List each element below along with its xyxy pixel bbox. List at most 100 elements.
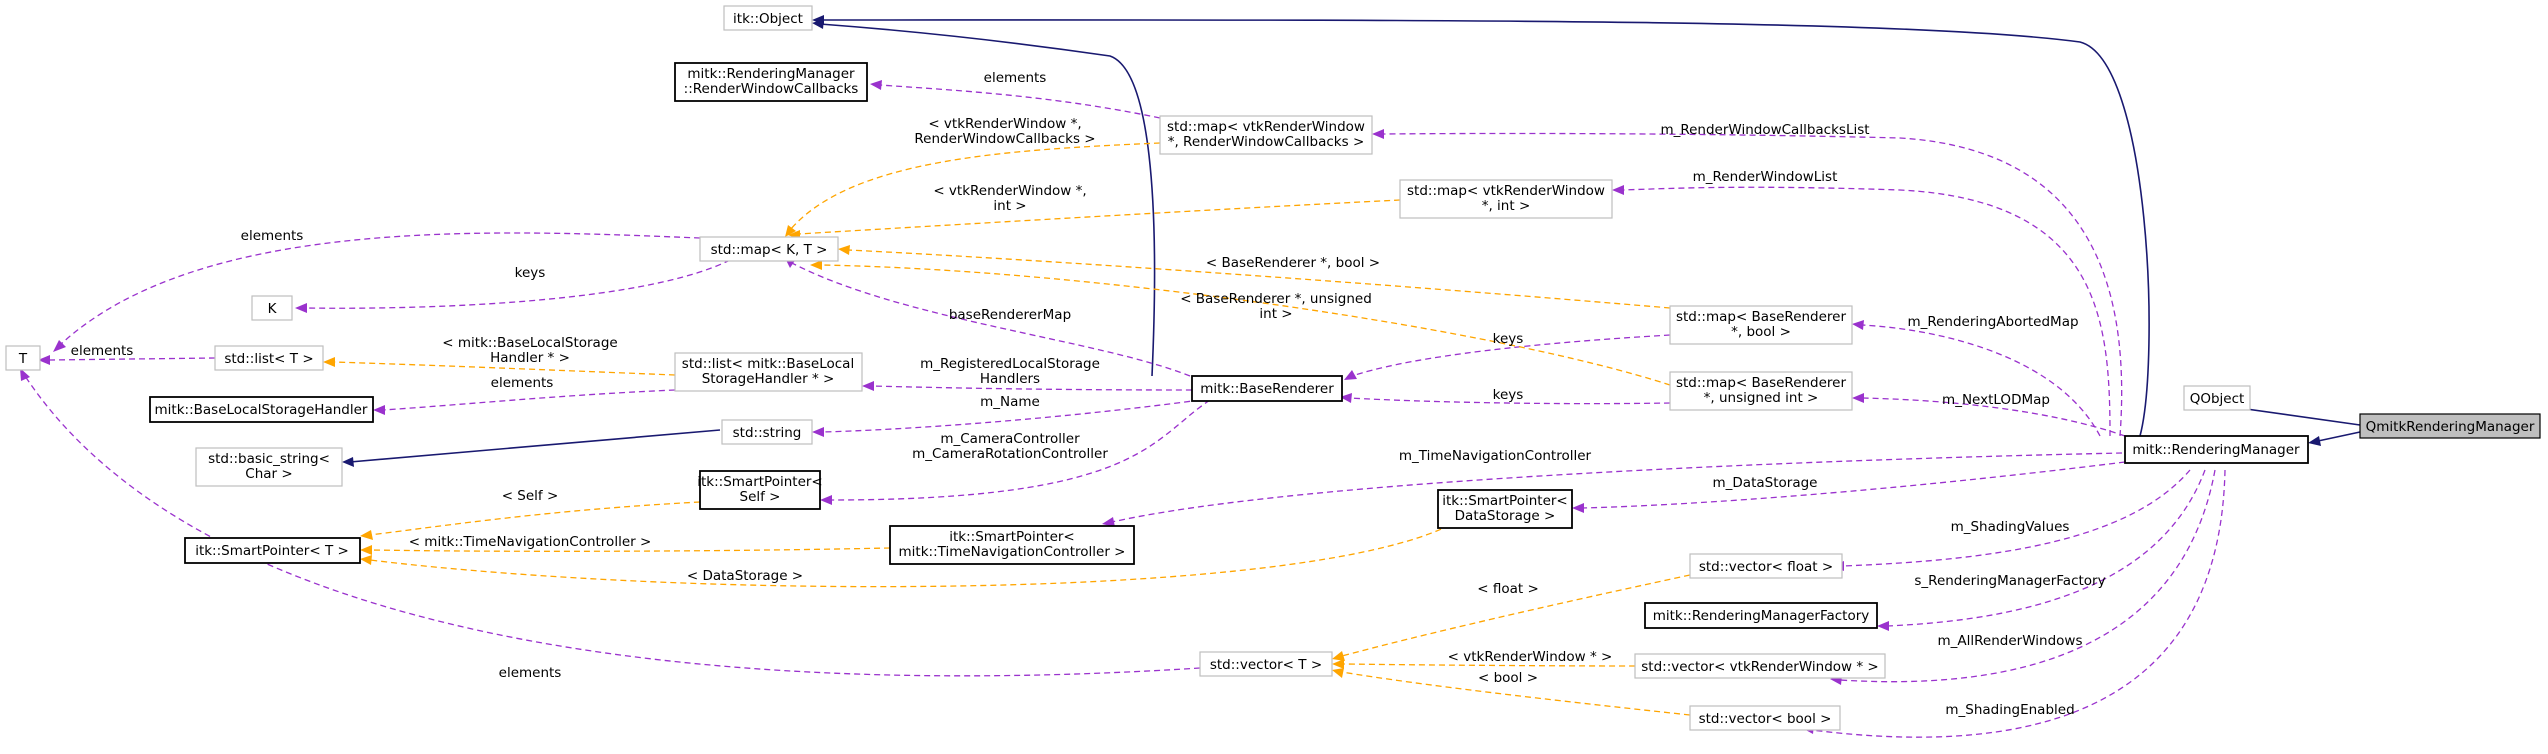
node-vector-t[interactable]: std::vector< T >: [1199, 651, 1333, 677]
node-base-renderer[interactable]: mitk::BaseRenderer: [1191, 375, 1343, 402]
node-vector-float[interactable]: std::vector< float >: [1689, 553, 1843, 579]
edge-label: Handler * >: [490, 350, 570, 366]
edge-label: < float >: [1477, 581, 1539, 597]
svg-text:mitk::BaseRenderer: mitk::BaseRenderer: [1200, 381, 1334, 397]
edge-label: < vtkRenderWindow *,: [933, 183, 1086, 199]
edge-label: m_CameraRotationController: [912, 446, 1108, 462]
node-qobject[interactable]: QObject: [2183, 385, 2251, 411]
node-map-vtk-int[interactable]: std::map< vtkRenderWindow *, int >: [1399, 179, 1613, 219]
arrowhead: [1332, 668, 1344, 678]
edge-map-br-uint-tmpl: [819, 264, 1671, 386]
arrowhead: [373, 405, 385, 415]
arrowhead: [1877, 621, 1889, 631]
edge-vec-float-tmpl: [1341, 574, 1691, 657]
edge-label: int >: [993, 198, 1026, 214]
svg-text:mitk::TimeNavigationController: mitk::TimeNavigationController >: [899, 544, 1126, 560]
svg-text:itk::SmartPointer<: itk::SmartPointer<: [949, 529, 1074, 545]
edge-label: m_NextLODMap: [1942, 392, 2050, 408]
edge-map-kt-to-k: [304, 259, 731, 309]
node-map-k-t[interactable]: std::map< K, T >: [699, 236, 839, 262]
edge-mitk-rm-to-map-br-bool: [1861, 324, 2101, 437]
node-smartpointer-t[interactable]: itk::SmartPointer< T >: [184, 537, 361, 564]
node-map-base-renderer-bool[interactable]: std::map< BaseRenderer *, bool >: [1669, 305, 1853, 345]
node-base-local-storage-handler[interactable]: mitk::BaseLocalStorageHandler: [149, 396, 374, 423]
edge-label: m_DataStorage: [1713, 475, 1818, 491]
svg-text:*, int >: *, int >: [1482, 198, 1531, 214]
svg-text:mitk::RenderingManagerFactory: mitk::RenderingManagerFactory: [1653, 608, 1870, 624]
node-k[interactable]: K: [251, 295, 293, 321]
svg-text:*, RenderWindowCallbacks >: *, RenderWindowCallbacks >: [1168, 134, 1365, 150]
node-itk-object[interactable]: itk::Object: [723, 5, 813, 31]
edge-map-br-bool-to-base-renderer: [1351, 334, 1671, 377]
edge-label: < BaseRenderer *, unsigned: [1180, 291, 1372, 307]
node-render-window-callbacks[interactable]: mitk::RenderingManager ::RenderWindowCal…: [674, 62, 868, 102]
node-t[interactable]: T: [5, 345, 41, 371]
arrowhead: [1344, 370, 1357, 380]
svg-text:*, bool >: *, bool >: [1731, 324, 1791, 340]
node-rendering-manager-factory[interactable]: mitk::RenderingManagerFactory: [1644, 602, 1878, 629]
edge-label: Handlers: [980, 371, 1040, 387]
arrowhead: [342, 457, 354, 467]
edge-sp-tnc-tmpl: [369, 547, 891, 552]
node-qmitk-rendering-manager[interactable]: QmitkRenderingManager: [2359, 413, 2541, 439]
edge-mitk-rm-to-vec-float: [1841, 469, 2191, 567]
edge-label: elements: [499, 665, 562, 681]
node-smartpointer-time-nav[interactable]: itk::SmartPointer< mitk::TimeNavigationC…: [889, 525, 1135, 565]
svg-text:Self >: Self >: [740, 489, 781, 505]
edge-label: m_RenderWindowList: [1693, 169, 1838, 185]
svg-text:std::vector< bool >: std::vector< bool >: [1699, 711, 1832, 727]
node-map-base-renderer-uint[interactable]: std::map< BaseRenderer *, unsigned int >: [1669, 371, 1853, 411]
node-vector-vtk[interactable]: std::vector< vtkRenderWindow * >: [1634, 653, 1886, 679]
svg-text:std::map< BaseRenderer: std::map< BaseRenderer: [1676, 375, 1847, 391]
arrowhead: [1572, 503, 1584, 513]
edge-label: int >: [1259, 306, 1292, 322]
node-std-string[interactable]: std::string: [721, 419, 813, 445]
arrowhead: [1102, 517, 1115, 527]
svg-text:std::map< BaseRenderer: std::map< BaseRenderer: [1676, 309, 1847, 325]
arrowhead: [1332, 651, 1345, 661]
arrowhead: [323, 357, 335, 367]
edge-base-renderer-to-list-bls: [871, 385, 1193, 391]
svg-text:*, unsigned int >: *, unsigned int >: [1704, 390, 1819, 406]
svg-text:std::string: std::string: [733, 425, 802, 441]
edge-sp-ds-tmpl: [369, 524, 1451, 588]
svg-text:std::map< K, T >: std::map< K, T >: [711, 242, 828, 258]
edge-mitk-rm-to-sp-ds: [1581, 461, 2126, 509]
edge-list-bls-tmpl: [332, 361, 676, 376]
edge-label: m_RenderingAbortedMap: [1907, 314, 2078, 330]
edge-base-renderer-to-map-kt: [789, 261, 1191, 377]
svg-text:itk::Object: itk::Object: [733, 11, 803, 27]
node-list-t[interactable]: std::list< T >: [214, 345, 324, 371]
node-basic-string[interactable]: std::basic_string< Char >: [195, 447, 343, 487]
arrowhead: [2308, 436, 2321, 446]
edge-vec-vtk-tmpl: [1341, 663, 1636, 667]
edge-label: < Self >: [502, 488, 559, 504]
edge-label: < DataStorage >: [687, 568, 803, 584]
edge-vec-bool-tmpl: [1341, 671, 1691, 716]
edge-label: < mitk::BaseLocalStorage: [442, 335, 617, 351]
svg-text:QmitkRenderingManager: QmitkRenderingManager: [2366, 419, 2535, 435]
arrowhead: [785, 225, 796, 237]
edge-label: m_RegisteredLocalStorage: [920, 356, 1100, 372]
edge-label: elements: [241, 228, 304, 244]
svg-text:std::map< vtkRenderWindow: std::map< vtkRenderWindow: [1407, 183, 1605, 199]
edges: [20, 15, 2361, 738]
svg-text:::RenderWindowCallbacks: ::RenderWindowCallbacks: [684, 81, 859, 97]
node-map-vtk-cb[interactable]: std::map< vtkRenderWindow *, RenderWindo…: [1159, 115, 1373, 155]
node-smartpointer-self[interactable]: itk::SmartPointer< Self >: [697, 470, 823, 510]
svg-text:std::basic_string<: std::basic_string<: [208, 451, 330, 467]
node-smartpointer-datastorage[interactable]: itk::SmartPointer< DataStorage >: [1437, 489, 1573, 529]
node-list-base-local-storage[interactable]: std::list< mitk::BaseLocal StorageHandle…: [674, 352, 863, 392]
edge-labels: elements < vtkRenderWindow *, RenderWind…: [71, 70, 2106, 718]
edge-label: m_ShadingEnabled: [1945, 702, 2074, 718]
arrowhead: [1852, 393, 1864, 403]
arrowhead: [812, 19, 824, 29]
edge-label: m_TimeNavigationController: [1399, 448, 1592, 464]
edge-label: elements: [984, 70, 1047, 86]
node-mitk-rendering-manager[interactable]: mitk::RenderingManager: [2124, 435, 2309, 464]
svg-text:mitk::BaseLocalStorageHandler: mitk::BaseLocalStorageHandler: [155, 402, 368, 418]
node-vector-bool[interactable]: std::vector< bool >: [1689, 705, 1841, 731]
arrowhead: [295, 303, 307, 313]
svg-text:std::map< vtkRenderWindow: std::map< vtkRenderWindow: [1167, 119, 1365, 135]
